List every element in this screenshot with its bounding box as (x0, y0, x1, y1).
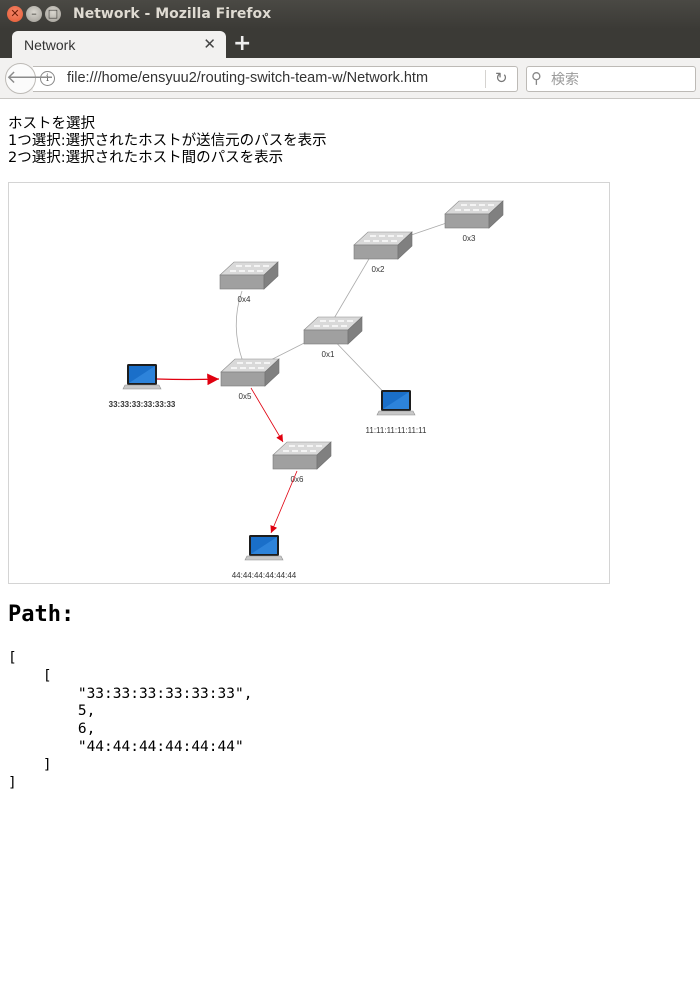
search-input[interactable] (549, 69, 693, 91)
info-icon[interactable]: i (40, 71, 55, 86)
path-output-line: 6, (8, 721, 96, 738)
url-text[interactable]: file:///home/ensyuu2/routing-switch-team… (67, 70, 429, 86)
path-link (270, 470, 298, 534)
topology-link (235, 290, 244, 363)
host-laptop-icon[interactable] (122, 364, 162, 390)
switch-label: 0x6 (291, 475, 304, 484)
host-laptop-icon[interactable] (244, 535, 284, 561)
switch-icon[interactable] (272, 441, 332, 470)
tab-close-icon[interactable]: ✕ (203, 35, 216, 53)
window-maximize-button[interactable]: □ (45, 6, 61, 22)
window-close-button[interactable]: ✕ (7, 6, 23, 22)
search-bar[interactable]: ⚲ (526, 66, 696, 92)
path-output-line: [ (8, 650, 17, 666)
path-output-line: 5, (8, 703, 96, 720)
path-output-line: "33:33:33:33:33:33", (8, 685, 253, 702)
path-heading: Path: (8, 602, 75, 627)
new-tab-button[interactable]: + (233, 31, 252, 56)
window-minimize-button[interactable]: – (26, 6, 42, 22)
host-label: 33:33:33:33:33:33 (109, 400, 176, 409)
host-laptop-icon[interactable] (376, 390, 416, 416)
instruction-line: 2つ選択:選択されたホスト間のパスを表示 (8, 150, 284, 166)
window-title: Network - Mozilla Firefox (73, 6, 272, 22)
switch-label: 0x5 (239, 392, 252, 401)
tab-network[interactable]: Network ✕ (12, 31, 226, 58)
switch-label: 0x2 (372, 265, 385, 274)
instruction-line: 1つ選択:選択されたホストが送信元のパスを表示 (8, 133, 327, 149)
network-graph[interactable]: 0x1 0x2 0x3 0x4 0x5 0x6 33:33:33:33:33:33 11:11… (8, 182, 610, 584)
instructions: ホストを選択 1つ選択:選択されたホストが送信元のパスを表示 2つ選択:選択され… (8, 116, 327, 167)
switch-icon[interactable] (220, 358, 280, 387)
tab-label: Network (24, 37, 76, 53)
switch-icon[interactable] (303, 316, 363, 345)
url-separator (485, 70, 486, 88)
switch-label: 0x4 (238, 295, 251, 304)
navigation-toolbar: i file:///home/ensyuu2/routing-switch-te… (0, 58, 700, 99)
url-bar[interactable]: i file:///home/ensyuu2/routing-switch-te… (33, 66, 518, 92)
path-output-line: [ (8, 667, 52, 684)
back-button[interactable]: 🡐 (5, 63, 54, 94)
switch-icon[interactable] (353, 231, 413, 260)
window-titlebar: ✕ – □ Network - Mozilla Firefox (0, 0, 700, 29)
switch-icon[interactable] (444, 200, 504, 229)
switch-label: 0x3 (463, 234, 476, 243)
switch-label: 0x1 (322, 350, 335, 359)
path-output-line: ] (8, 756, 52, 773)
host-label: 11:11:11:11:11:11 (366, 426, 427, 435)
path-output-line: ] (8, 774, 17, 791)
path-link (250, 387, 284, 443)
path-link (156, 373, 220, 386)
network-graph-canvas[interactable]: 0x1 0x2 0x3 0x4 0x5 0x6 33:33:33:33:33:33 11:11… (9, 183, 609, 583)
host-label: 44:44:44:44:44:44 (232, 571, 297, 580)
instruction-line: ホストを選択 (8, 116, 95, 132)
switch-icon[interactable] (219, 261, 279, 290)
reload-icon[interactable]: ↻ (495, 69, 508, 87)
search-icon: ⚲ (531, 69, 542, 87)
path-output-line: "44:44:44:44:44:44" (8, 738, 244, 755)
path-output: [ [ "33:33:33:33:33:33", 5, 6, "44:44:44… (8, 650, 252, 792)
tab-strip: Network ✕ + (0, 29, 700, 58)
